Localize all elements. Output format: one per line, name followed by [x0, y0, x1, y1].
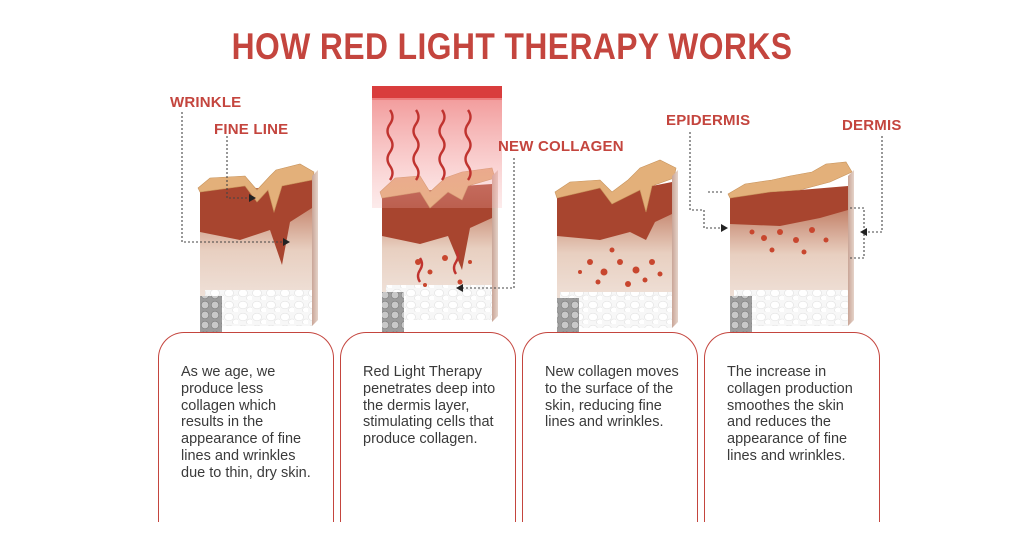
- step-card-text: New collagen moves to the surface of the…: [545, 364, 679, 431]
- step-card-1: As we age, we produce less collagen whic…: [158, 332, 334, 522]
- step-card-4: The increase in collagen production smoo…: [704, 332, 880, 522]
- light-device-bar: [372, 86, 502, 100]
- step-card-3: New collagen moves to the surface of the…: [522, 332, 698, 522]
- pointer-lines: [181, 112, 883, 289]
- label-wrinkle: WRINKLE: [170, 94, 242, 111]
- skin-block-aging: [197, 163, 318, 338]
- skin-block-therapy: [372, 86, 502, 336]
- step-card-2: Red Light Therapy penetrates deep into t…: [340, 332, 516, 522]
- step-card-text: The increase in collagen production smoo…: [727, 364, 853, 464]
- label-new-collagen: NEW COLLAGEN: [498, 138, 624, 155]
- page-title: HOW RED LIGHT THERAPY WORKS: [231, 26, 793, 67]
- step-card-text: As we age, we produce less collagen whic…: [181, 364, 311, 481]
- skin-block-smooth: [727, 161, 854, 338]
- label-epidermis: EPIDERMIS: [666, 112, 751, 129]
- label-dermis: DERMIS: [842, 117, 902, 134]
- step-card-text: Red Light Therapy penetrates deep into t…: [363, 364, 496, 448]
- label-fine-line: FINE LINE: [214, 121, 289, 138]
- pointer-arrowheads: [249, 194, 867, 292]
- skin-block-collagen: [554, 159, 678, 340]
- light-waves-icon: [386, 109, 472, 283]
